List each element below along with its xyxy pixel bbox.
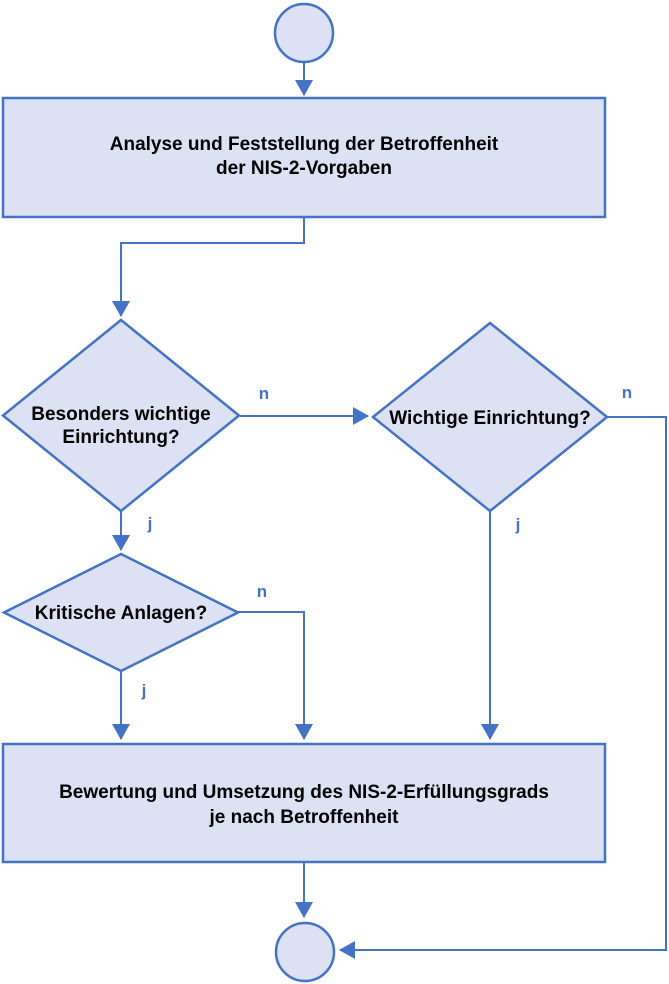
- edge-label-kritische-yes: j: [141, 681, 147, 700]
- besonders-label-line1: Besonders wichtige: [31, 404, 211, 425]
- besonders-label-line2: Einrichtung?: [62, 427, 179, 448]
- start-node: [273, 2, 335, 64]
- decision-node-besonders-wichtige-einrichtung: [1, 318, 241, 513]
- edge-analyse-to-besonders: [112, 217, 305, 317]
- edge-label-wichtige-yes: j: [515, 515, 521, 534]
- bewertung-label-line2: je nach Betroffenheit: [209, 807, 400, 828]
- edge-kritische-no-to-bewertung: [238, 611, 313, 740]
- wichtige-label: Wichtige Einrichtung?: [389, 408, 590, 429]
- kritische-label: Kritische Anlagen?: [35, 603, 207, 624]
- end-node: [274, 921, 336, 983]
- edge-label-kritische-no: n: [257, 582, 267, 601]
- analyse-label-line1: Analyse und Feststellung der Betroffenhe…: [110, 134, 499, 155]
- decision-node-kritische-anlagen: [1, 552, 241, 673]
- decision-node-wichtige-einrichtung: [371, 321, 609, 513]
- process-node-bewertung: [1, 742, 607, 864]
- bewertung-label-line1: Bewertung und Umsetzung des NIS-2-Erfüll…: [59, 782, 549, 803]
- edge-wichtige-no-to-end: [339, 416, 667, 959]
- process-node-analyse: [1, 96, 607, 219]
- edge-label-besonders-yes: j: [147, 514, 153, 533]
- edge-label-besonders-no: n: [259, 384, 269, 403]
- analyse-label-line2: der NIS-2-Vorgaben: [216, 158, 392, 179]
- edge-label-wichtige-no: n: [622, 383, 632, 402]
